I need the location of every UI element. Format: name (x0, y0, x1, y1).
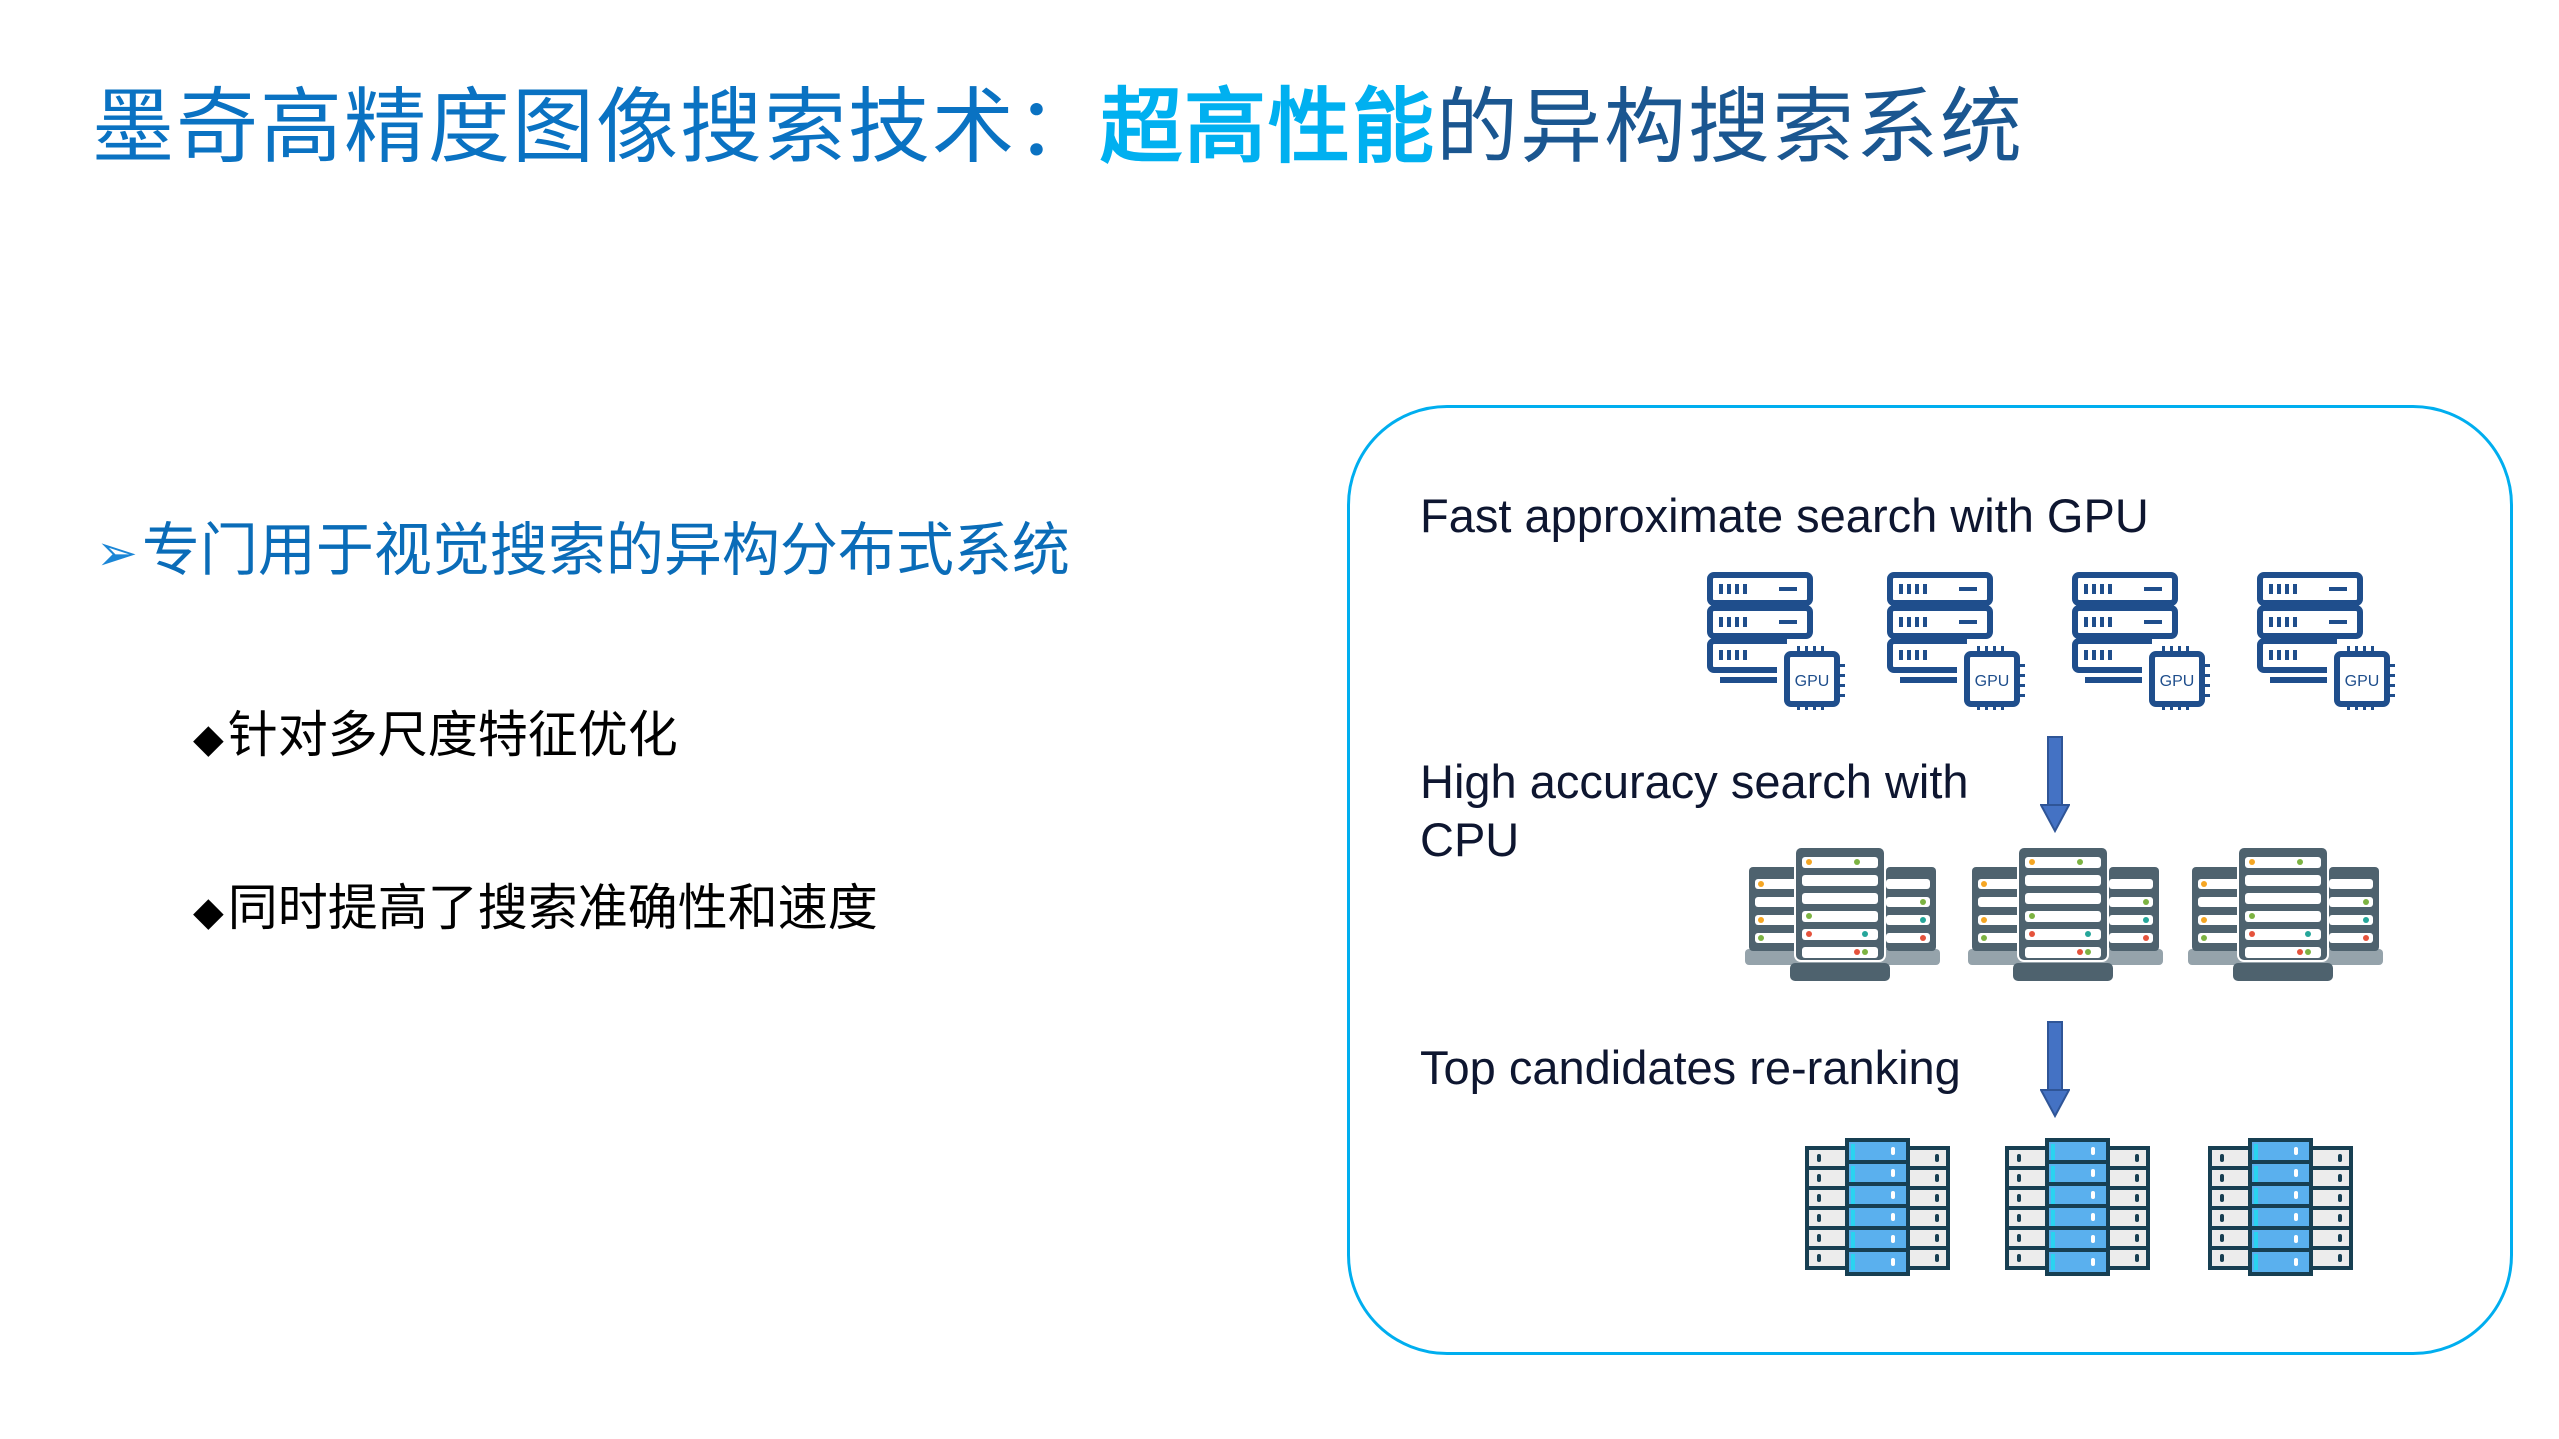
subtitle-text: 专门用于视觉搜索的异构分布式系统 (141, 516, 1070, 584)
subtitle: ➢专门用于视觉搜索的异构分布式系统 (96, 505, 1070, 598)
slide-title: 墨奇高精度图像搜索技术：超高性能的异构搜索系统 (92, 68, 2024, 188)
svg-text:GPU: GPU (1975, 673, 2010, 690)
bullet-text: 同时提高了搜索准确性和速度 (227, 879, 878, 937)
svg-text:GPU: GPU (2160, 673, 2195, 690)
bullet-text: 针对多尺度特征优化 (227, 706, 678, 764)
diamond-bullet-icon: ◆ (193, 716, 224, 762)
bullet-item: ◆针对多尺度特征优化 (193, 700, 678, 774)
rerank-server-rack-icon (2208, 1138, 2353, 1276)
svg-text:GPU: GPU (1795, 673, 1830, 690)
gpu-server-icon: GPU (2072, 572, 2210, 710)
cpu-server-rack-icon (2188, 846, 2383, 981)
gpu-server-icon: GPU (1887, 572, 2025, 710)
stage-label-gpu: Fast approximate search with GPU (1420, 489, 2149, 542)
cpu-server-rack-icon (1968, 846, 2163, 981)
rerank-server-rack-icon (2005, 1138, 2150, 1276)
stage-label-cpu-line1: High accuracy search with (1420, 755, 1969, 808)
gpu-server-icon: GPU (2257, 572, 2395, 710)
stage-label-cpu-line2: CPU (1420, 813, 1520, 866)
title-highlight: 超高性能 (1100, 80, 1437, 175)
stage-label-rerank: Top candidates re-ranking (1420, 1041, 1961, 1094)
rerank-server-rack-icon (1805, 1138, 1950, 1276)
arrow-down-icon (2040, 1021, 2070, 1119)
diamond-bullet-icon: ◆ (193, 889, 224, 935)
cpu-server-rack-icon (1745, 846, 1940, 981)
gpu-server-icon: GPU (1707, 572, 1845, 710)
bullet-item: ◆同时提高了搜索准确性和速度 (193, 873, 878, 947)
title-part-1: 墨奇高精度图像搜索技术： (92, 80, 1101, 175)
arrow-down-icon (2040, 736, 2070, 834)
title-part-3: 的异构搜索系统 (1436, 80, 2025, 175)
diagram-frame (1347, 405, 2513, 1355)
svg-text:GPU: GPU (2345, 673, 2380, 690)
arrow-bullet-icon: ➢ (96, 524, 138, 582)
